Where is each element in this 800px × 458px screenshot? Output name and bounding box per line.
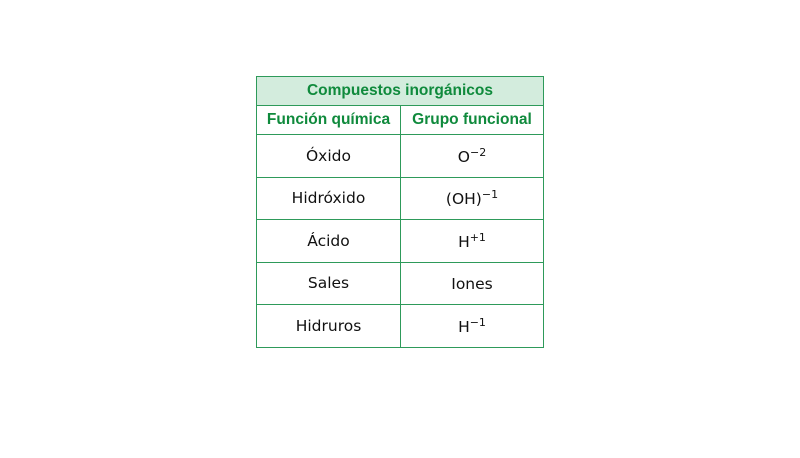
group-charge: −1	[481, 188, 499, 202]
group-charge: −1	[469, 315, 486, 329]
group-charge: +1	[469, 230, 486, 244]
group-cell: H−1	[400, 304, 544, 348]
table-row: Óxido O−2	[256, 134, 544, 178]
group-cell: O−2	[400, 134, 544, 178]
group-base: O	[457, 147, 470, 166]
table-row: Sales Iones	[256, 261, 544, 305]
table-row: Hidróxido (OH)−1	[256, 176, 544, 220]
group-cell: H+1	[400, 219, 544, 263]
table-header-row: Función química Grupo funcional	[256, 105, 544, 135]
group-base: H	[458, 317, 470, 336]
header-function: Función química	[256, 105, 401, 135]
group-base: Iones	[451, 275, 493, 294]
header-group: Grupo funcional	[400, 105, 544, 135]
function-cell: Hidróxido	[256, 176, 401, 220]
inorganic-compounds-table: Compuestos inorgánicos Función química G…	[256, 76, 544, 348]
table-row: Ácido H+1	[256, 219, 544, 263]
table-title-row: Compuestos inorgánicos	[256, 76, 544, 106]
function-cell: Óxido	[256, 134, 401, 178]
group-cell: (OH)−1	[400, 176, 544, 220]
group-base: (OH)	[445, 190, 482, 209]
compounds-table-container: Compuestos inorgánicos Función química G…	[256, 76, 544, 348]
group-base: H	[458, 232, 470, 251]
function-cell: Hidruros	[256, 304, 401, 348]
function-cell: Ácido	[256, 219, 401, 263]
table-title: Compuestos inorgánicos	[256, 76, 544, 106]
group-charge: −2	[469, 145, 487, 159]
function-cell: Sales	[256, 261, 401, 305]
table-row: Hidruros H−1	[256, 304, 544, 348]
group-cell: Iones	[400, 261, 544, 305]
